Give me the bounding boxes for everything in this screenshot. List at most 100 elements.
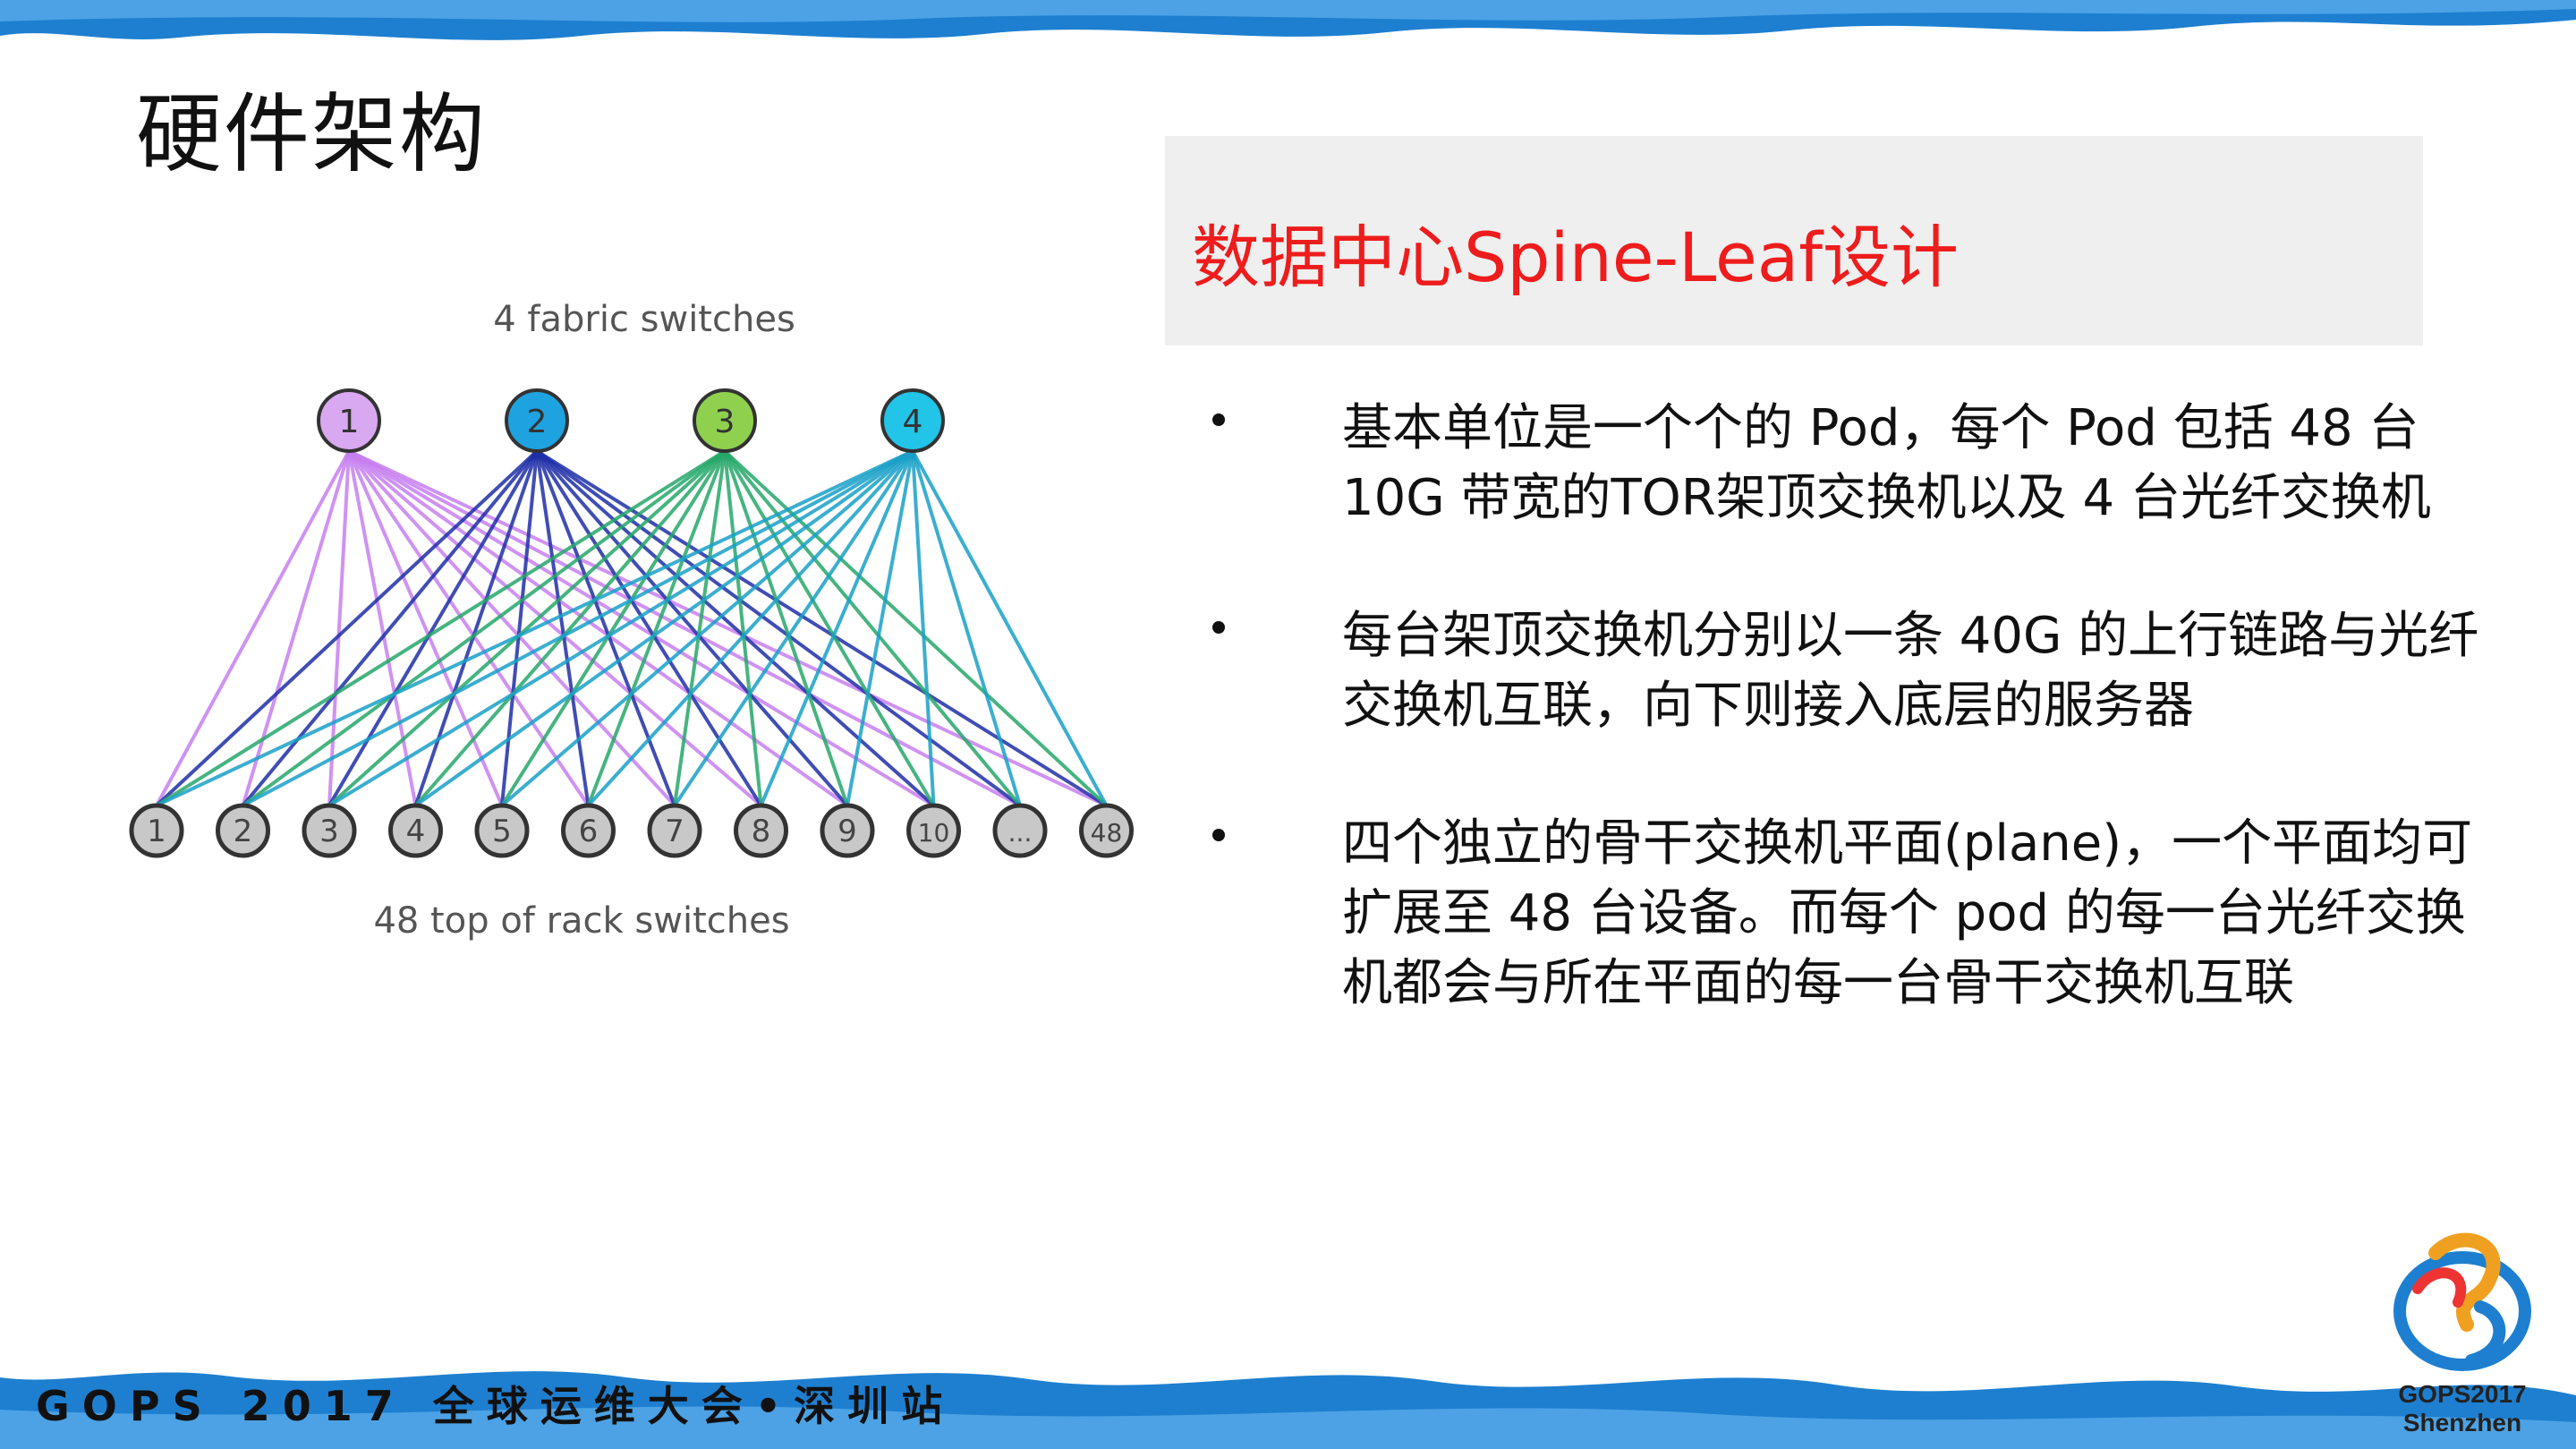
link-spine-1-leaf-10 — [347, 449, 935, 807]
leaf-node-label: 9 — [837, 814, 857, 849]
link-spine-1-leaf-3 — [327, 450, 351, 806]
link-spine-3-leaf-10 — [723, 449, 936, 807]
bullet-text: 每台架顶交换机分别以一条 40G 的上行链路与光纤交换机互联，向下则接入底层的服… — [1342, 607, 2479, 735]
leaf-node-2: 2 — [216, 803, 270, 858]
leaf-node-label: 6 — [579, 814, 599, 849]
link-spine-1-leaf-9 — [347, 449, 849, 807]
link-spine-2-leaf-... — [535, 449, 1022, 807]
link-spine-4-leaf-7 — [673, 449, 914, 807]
link-spine-1-leaf-4 — [347, 450, 418, 806]
link-spine-4-leaf-6 — [587, 449, 914, 807]
logo-line-1: GOPS2017 — [2398, 1380, 2527, 1408]
link-spine-1-leaf-8 — [347, 449, 762, 807]
leaf-node-label: 5 — [492, 814, 512, 849]
gops-logo: GOPS2017 Shenzhen — [2382, 1226, 2543, 1441]
link-spine-4-leaf-1 — [156, 449, 914, 807]
link-spine-3-leaf-7 — [673, 450, 727, 806]
bullet-text: 四个独立的骨干交换机平面(plane)，一个平面均可扩展至 48 台设备。而每个… — [1342, 814, 2473, 1012]
link-spine-3-leaf-4 — [413, 449, 727, 807]
leaf-node-label: 7 — [665, 814, 684, 849]
leaf-node-4: 4 — [388, 803, 443, 858]
leaf-node-10: 10 — [906, 803, 961, 858]
spine-node-4: 4 — [880, 388, 945, 453]
link-spine-2-leaf-6 — [535, 450, 591, 806]
link-spine-3-leaf-2 — [242, 449, 727, 807]
gops-logo-icon — [2393, 1232, 2531, 1371]
leaf-node-label: 48 — [1091, 818, 1123, 848]
leaf-node-label: 1 — [147, 814, 166, 849]
link-spine-1-leaf-5 — [347, 450, 504, 806]
link-spine-4-leaf-10 — [911, 450, 936, 806]
link-spine-2-leaf-7 — [535, 450, 676, 806]
link-spine-3-leaf-... — [723, 449, 1022, 807]
leaf-node-48: 48 — [1079, 803, 1134, 858]
spine-node-label: 2 — [527, 404, 548, 440]
leaf-node-label: 4 — [406, 814, 426, 849]
link-spine-1-leaf-... — [348, 449, 1021, 807]
link-spine-3-leaf-3 — [327, 449, 727, 807]
leaf-node-label: 10 — [918, 818, 950, 848]
link-spine-3-leaf-9 — [723, 450, 849, 806]
link-spine-1-leaf-2 — [241, 450, 351, 806]
spine-nodes: 1 2 3 4 — [317, 388, 945, 453]
link-spine-4-leaf-48 — [911, 450, 1109, 806]
diagram-bottom-label: 48 top of rack switches — [373, 900, 789, 942]
leaf-node-8: 8 — [734, 803, 788, 858]
link-spine-1-leaf-6 — [347, 449, 591, 807]
link-spine-4-leaf-8 — [759, 450, 914, 806]
link-spine-2-leaf-5 — [500, 450, 539, 806]
link-spine-2-leaf-8 — [535, 449, 763, 807]
subtitle-text: 数据中心Spine-Leaf设计 — [1192, 217, 1960, 297]
bullet-dot — [1212, 413, 1225, 426]
bullet-dot — [1212, 829, 1225, 841]
leaf-node-5: 5 — [474, 803, 530, 858]
leaf-node-7: 7 — [647, 803, 702, 858]
bullet-text: 基本单位是一个个的 Pod，每个 Pod 包括 48 台 10G 带宽的TOR架… — [1342, 399, 2431, 527]
leaf-node-label: 8 — [752, 814, 771, 849]
link-spine-3-leaf-8 — [723, 450, 763, 806]
bullet-dot — [1212, 621, 1225, 634]
link-spine-4-leaf-... — [911, 450, 1022, 806]
link-spine-3-leaf-6 — [586, 450, 727, 806]
bottom-brush-border — [0, 1371, 2576, 1449]
link-spine-2-leaf-9 — [535, 449, 849, 807]
leaf-node-...: ... — [992, 803, 1048, 858]
link-spine-3-leaf-1 — [155, 449, 727, 807]
top-brush-border — [0, 0, 2576, 40]
leaf-node-1: 1 — [129, 803, 184, 858]
link-spine-2-leaf-10 — [535, 449, 935, 807]
spine-leaf-diagram: 4 fabric switches 1 2 3 4 1 2 3 4 5 6 7 8 9 10... 48 … — [129, 299, 1134, 942]
leaf-node-label: 2 — [234, 814, 253, 849]
leaf-node-9: 9 — [820, 803, 875, 858]
bullet-item: 基本单位是一个个的 Pod，每个 Pod 包括 48 台 10G 带宽的TOR架… — [1212, 394, 2483, 533]
spine-node-3: 3 — [693, 388, 757, 453]
bullet-item: 每台架顶交换机分别以一条 40G 的上行链路与光纤交换机互联，向下则接入底层的服… — [1212, 601, 2483, 741]
link-spine-4-leaf-4 — [414, 449, 914, 807]
link-spine-3-leaf-5 — [500, 449, 727, 807]
spine-node-1: 1 — [317, 388, 381, 453]
spine-node-2: 2 — [505, 388, 569, 453]
link-spine-4-leaf-5 — [500, 449, 914, 807]
link-spine-4-leaf-9 — [846, 450, 914, 806]
spine-node-label: 3 — [715, 404, 735, 440]
link-spine-2-leaf-1 — [155, 449, 539, 807]
link-spine-2-leaf-3 — [327, 449, 539, 807]
footer-conference-name: GOPS 2017 全球运维大会•深圳站 — [36, 1382, 956, 1430]
leaf-node-3: 3 — [302, 803, 357, 858]
diagram-top-label: 4 fabric switches — [493, 299, 795, 340]
bullet-list: 基本单位是一个个的 Pod，每个 Pod 包括 48 台 10G 带宽的TOR架… — [1212, 394, 2483, 1087]
bullet-item: 四个独立的骨干交换机平面(plane)，一个平面均可扩展至 48 台设备。而每个… — [1212, 809, 2483, 1019]
slide-title: 硬件架构 — [136, 84, 487, 184]
link-spine-2-leaf-2 — [241, 449, 539, 807]
link-spine-4-leaf-2 — [242, 449, 914, 807]
diagram-links — [155, 449, 1109, 807]
link-spine-1-leaf-1 — [155, 450, 351, 806]
leaf-nodes: 1 2 3 4 5 6 7 8 9 10... 48 — [129, 803, 1134, 858]
link-spine-1-leaf-7 — [347, 449, 676, 807]
subtitle-box: 数据中心Spine-Leaf设计 — [1165, 136, 2423, 345]
leaf-node-label: ... — [1008, 818, 1033, 848]
leaf-node-label: 3 — [319, 814, 339, 849]
spine-node-label: 4 — [903, 404, 923, 440]
leaf-node-6: 6 — [561, 803, 616, 858]
logo-line-2: Shenzhen — [2402, 1409, 2522, 1436]
